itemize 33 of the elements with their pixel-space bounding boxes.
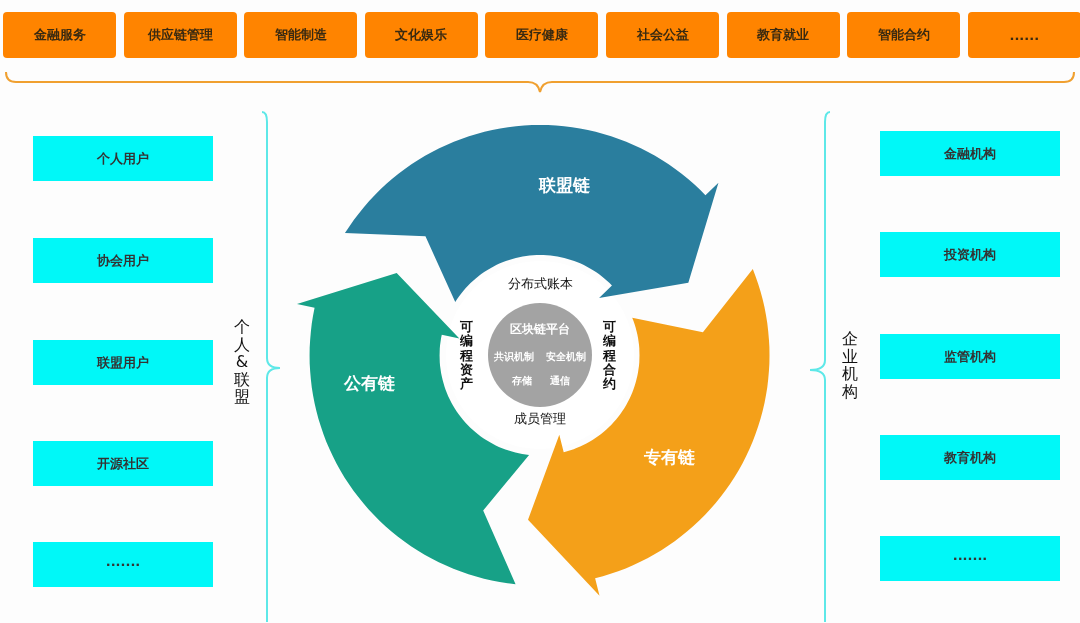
vertical-label: 可编程资产 (460, 320, 473, 392)
participant-box: 监管机构 (880, 334, 1060, 379)
category-box: 智能合约 (847, 12, 961, 58)
category-box: 文化娱乐 (364, 12, 478, 58)
participant-box: 教育机构 (880, 435, 1060, 480)
feature-label: 成员管理 (514, 410, 566, 428)
platform-text: 共识机制 (494, 350, 534, 364)
chain-label: 公有链 (344, 371, 396, 395)
participant-box: ······· (33, 542, 213, 587)
participant-box: 开源社区 (33, 441, 213, 486)
platform-text: 安全机制 (546, 350, 586, 364)
vertical-label: 个人&联盟 (234, 318, 250, 406)
platform-text: 通信 (550, 374, 570, 388)
category-box: 教育就业 (726, 12, 840, 58)
category-box: ...... (967, 12, 1080, 58)
vertical-label: 可编程合约 (603, 320, 616, 392)
feature-label: 分布式账本 (507, 275, 573, 293)
participant-box: 个人用户 (33, 136, 213, 181)
participant-box: 金融机构 (880, 131, 1060, 176)
category-box: 智能制造 (244, 12, 358, 58)
chain-label: 联盟链 (539, 173, 591, 197)
category-box: 供应链管理 (123, 12, 237, 58)
participant-box: 协会用户 (33, 238, 213, 283)
platform-text: 区块链平台 (510, 320, 570, 338)
participant-box: 联盟用户 (33, 340, 213, 385)
vertical-label: 企业机构 (842, 330, 858, 401)
category-box: 医疗健康 (485, 12, 599, 58)
participant-box: ······· (880, 536, 1060, 581)
platform-text: 存储 (512, 374, 532, 388)
participant-box: 投资机构 (880, 232, 1060, 277)
category-box: 社会公益 (606, 12, 719, 58)
category-box: 金融服务 (3, 12, 116, 58)
chain-label: 专有链 (644, 445, 696, 469)
